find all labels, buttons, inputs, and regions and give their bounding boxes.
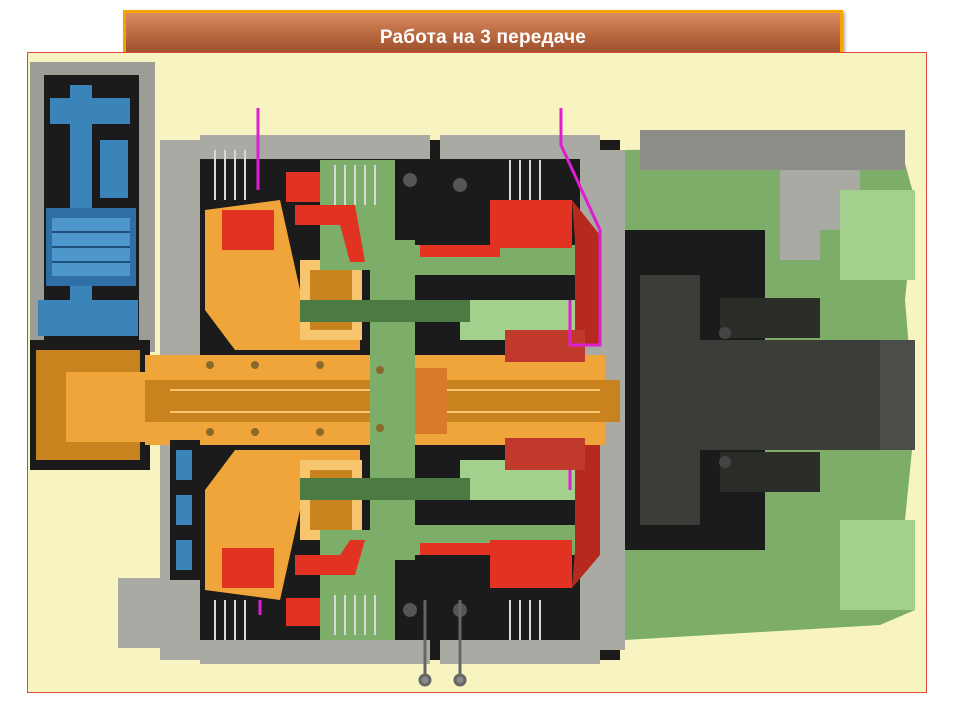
transmission-diagram: [28, 53, 926, 692]
oil-flow-lines: [256, 108, 602, 615]
linkage-rods: [418, 600, 467, 687]
spring-packs: [214, 150, 541, 640]
blue-lower-parts: [170, 440, 200, 580]
output-housing: [625, 130, 915, 640]
slide-title: Работа на 3 передаче: [379, 27, 587, 48]
red-clutch-packs: [222, 172, 600, 626]
left-pump-assembly: [30, 62, 155, 470]
diagram-frame: [27, 52, 927, 693]
bearing-balls: [206, 173, 731, 617]
